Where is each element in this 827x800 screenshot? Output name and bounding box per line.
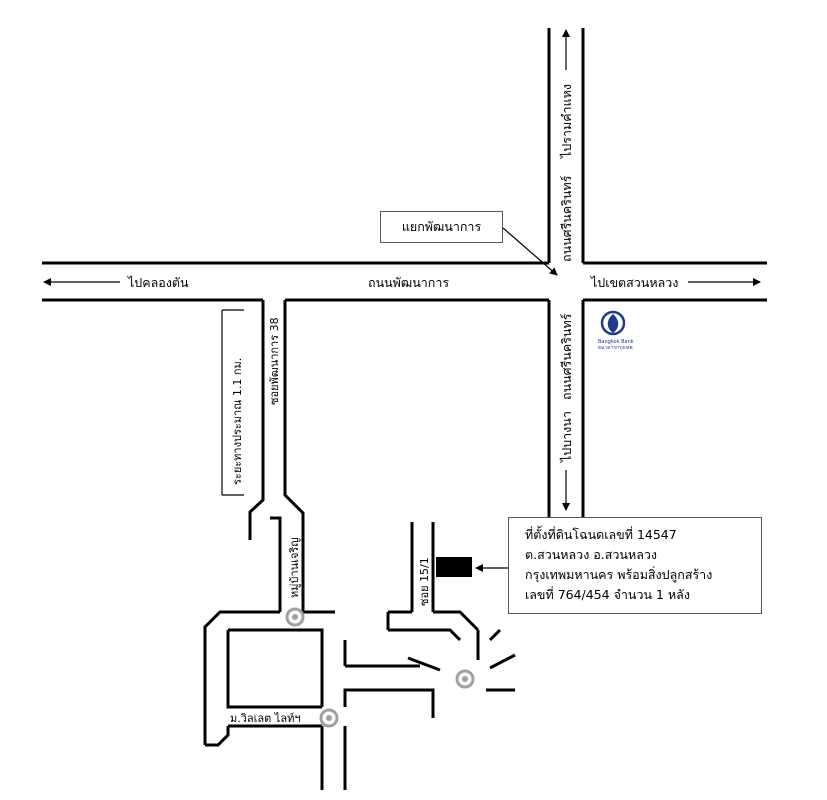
label-village-left: หมู่บ้านเจริญ: [288, 537, 301, 598]
label-to-khlong-ton: ไปคลองตัน: [127, 275, 189, 290]
soi-15-1: [388, 522, 516, 718]
roundabout-2: [455, 669, 475, 689]
soi-phatthanakan-38: [248, 300, 305, 612]
label-village-villette: ม.วิลเลต ไลท์ฯ: [230, 712, 301, 725]
info-line-1: ที่ตั้งที่ดินโฉนดเลขที่ 14547: [525, 527, 677, 542]
label-soi-phatthanakan-38: ซอยพัฒนาการ 38: [268, 317, 281, 405]
direction-arrows: [43, 29, 761, 511]
roundabout-1: [285, 607, 305, 627]
label-phatthanakan-road: ถนนพัฒนาการ: [368, 275, 449, 290]
lower-left-roads: [203, 610, 435, 790]
info-line-3: กรุงเทพมหานคร พร้อมสิ่งปลูกสร้าง: [525, 567, 713, 582]
label-srinakarin-south: ถนนศรีนครินทร์: [559, 313, 574, 400]
label-to-bang-na: ไปบางนา: [559, 411, 574, 463]
property-info-box: ที่ตั้งที่ดินโฉนดเลขที่ 14547 ต.สวนหลวง …: [508, 517, 762, 614]
label-to-khet-suan-luang: ไปเขตสวนหลวง: [590, 275, 678, 290]
label-soi-15-1: ซอย 15/1: [418, 557, 431, 606]
label-to-ramkhamhaeng: ไปรามคำแหง: [559, 84, 574, 159]
srinakarin-road: [547, 28, 585, 518]
phatthanakan-road: [42, 261, 767, 302]
property-marker: [436, 557, 472, 577]
bank-name: Bangkok Bank: [598, 339, 634, 345]
bangkok-bank-logo: Bangkok Bank ธนาคารกรุงเทพ: [598, 310, 634, 351]
label-srinakarin-north: ถนนศรีนครินทร์: [559, 175, 574, 262]
junction-label-box: แยกพัฒนาการ: [380, 211, 503, 243]
roundabout-3: [319, 708, 339, 728]
junction-label: แยกพัฒนาการ: [401, 219, 482, 234]
info-line-2: ต.สวนหลวง อ.สวนหลวง: [525, 547, 657, 562]
label-distance-note: ระยะทางประมาณ 1.1 กม.: [231, 358, 244, 485]
info-line-4: เลขที่ 764/454 จำนวน 1 หลัง: [525, 587, 690, 602]
bank-thai-name: ธนาคารกรุงเทพ: [598, 345, 633, 351]
distance-bracket: [221, 309, 244, 496]
